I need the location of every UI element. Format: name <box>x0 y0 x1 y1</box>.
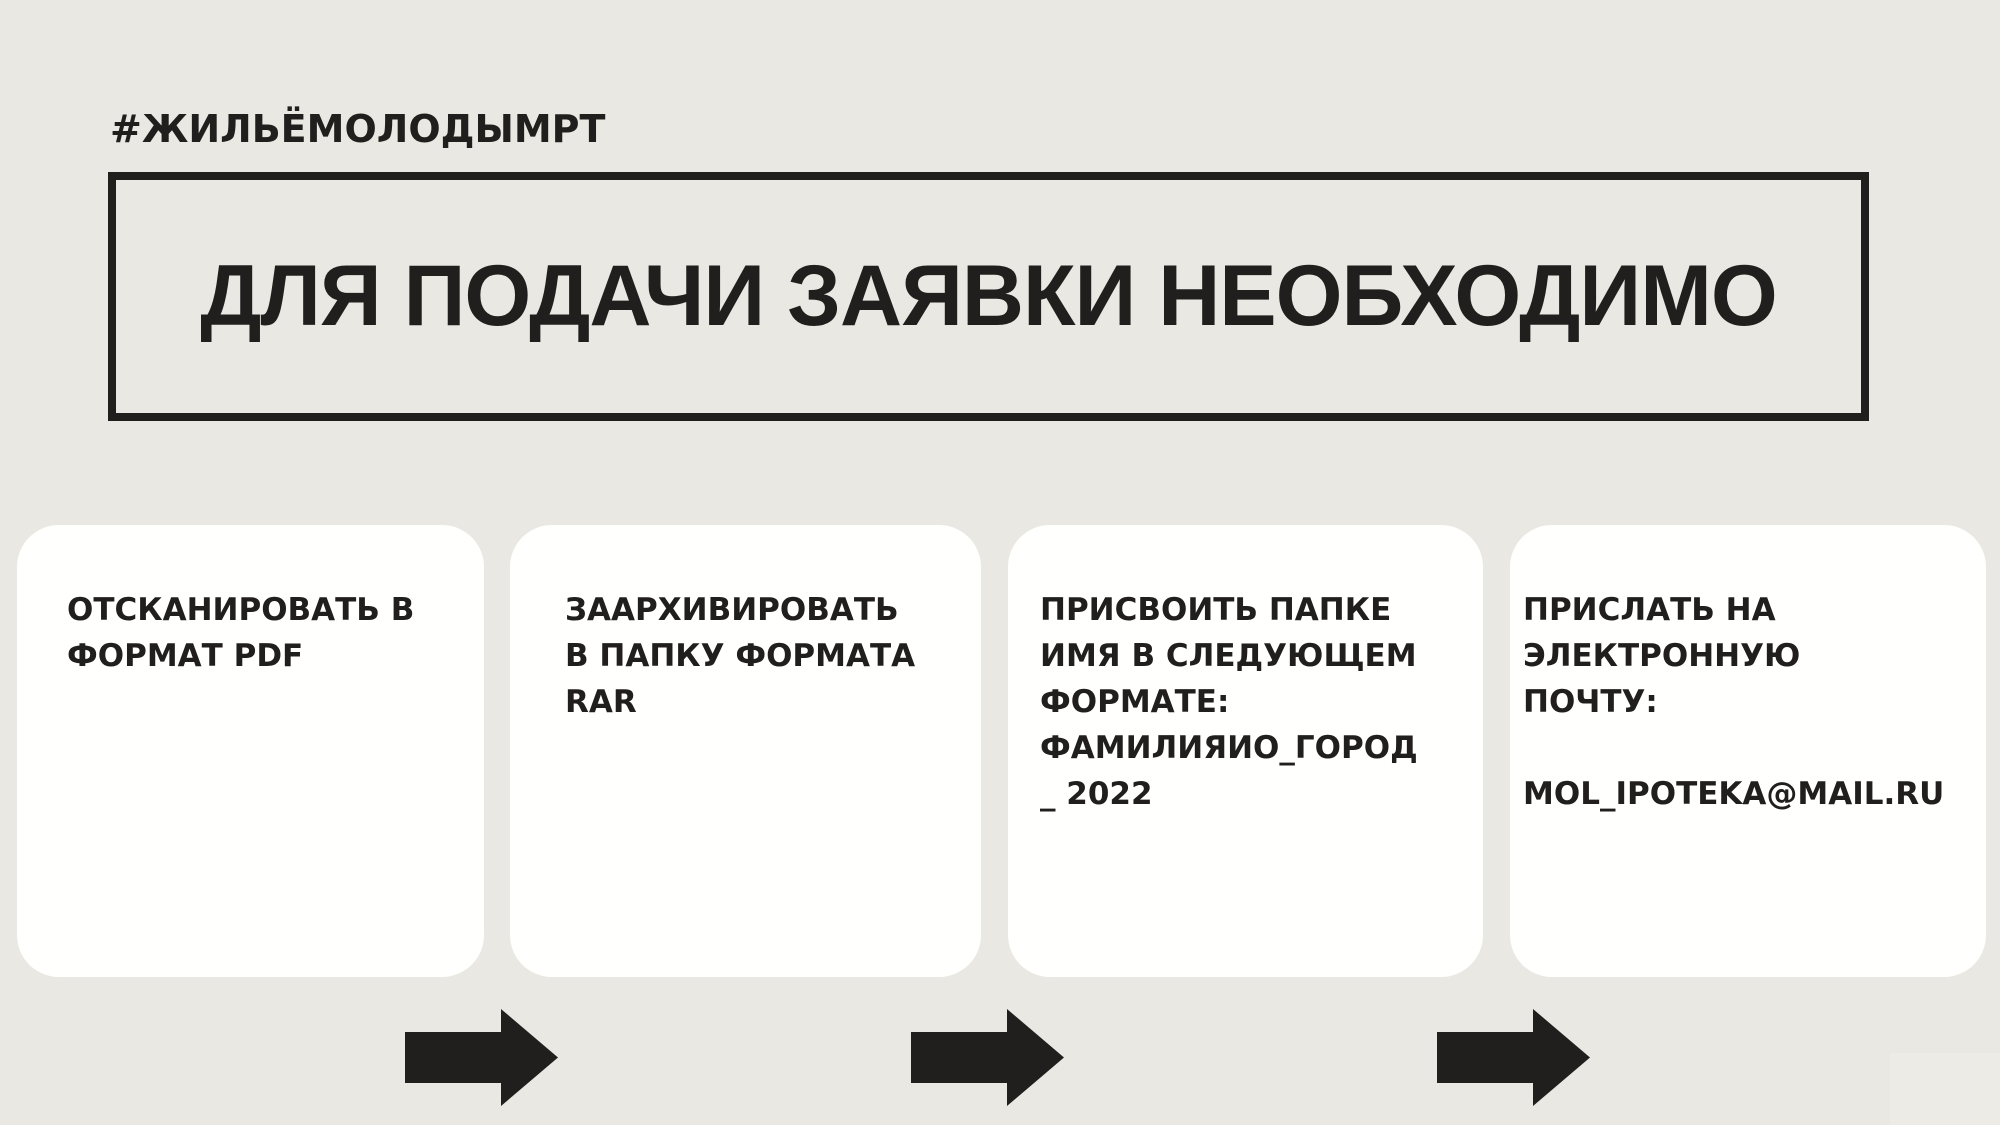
step-archive-text: ЗААРХИВИРОВАТЬ В ПАПКУ ФОРМАТА RAR <box>565 592 916 720</box>
step-send-text: ПРИСЛАТЬ НА ЭЛЕКТРОННУЮ ПОЧТУ: <box>1523 592 1801 720</box>
step-card-send: ПРИСЛАТЬ НА ЭЛЕКТРОННУЮ ПОЧТУ: MOL_IPOTE… <box>1510 525 1986 977</box>
arrow-right-icon <box>911 1009 1064 1106</box>
watermark-area <box>1890 1053 2000 1125</box>
hashtag-label: #ЖИЛЬЁМОЛОДЫМРТ <box>110 107 606 151</box>
page-title: ДЛЯ ПОДАЧИ ЗАЯВКИ НЕОБХОДИМО <box>200 248 1777 344</box>
email-address: MOL_IPOTEKA@MAIL.RU <box>1523 776 1945 812</box>
arrow-right-icon <box>405 1009 558 1106</box>
step-rename-text: ПРИСВОИТЬ ПАПКЕ ИМЯ В СЛЕДУЮЩЕМ ФОРМАТЕ:… <box>1040 592 1418 812</box>
step-card-rename: ПРИСВОИТЬ ПАПКЕ ИМЯ В СЛЕДУЮЩЕМ ФОРМАТЕ:… <box>1008 525 1483 977</box>
step-card-scan: ОТСКАНИРОВАТЬ В ФОРМАТ PDF <box>17 525 484 977</box>
title-box: ДЛЯ ПОДАЧИ ЗАЯВКИ НЕОБХОДИМО <box>108 172 1869 421</box>
step-card-archive: ЗААРХИВИРОВАТЬ В ПАПКУ ФОРМАТА RAR <box>510 525 981 977</box>
step-scan-text: ОТСКАНИРОВАТЬ В ФОРМАТ PDF <box>67 592 415 674</box>
arrow-right-icon <box>1437 1009 1590 1106</box>
